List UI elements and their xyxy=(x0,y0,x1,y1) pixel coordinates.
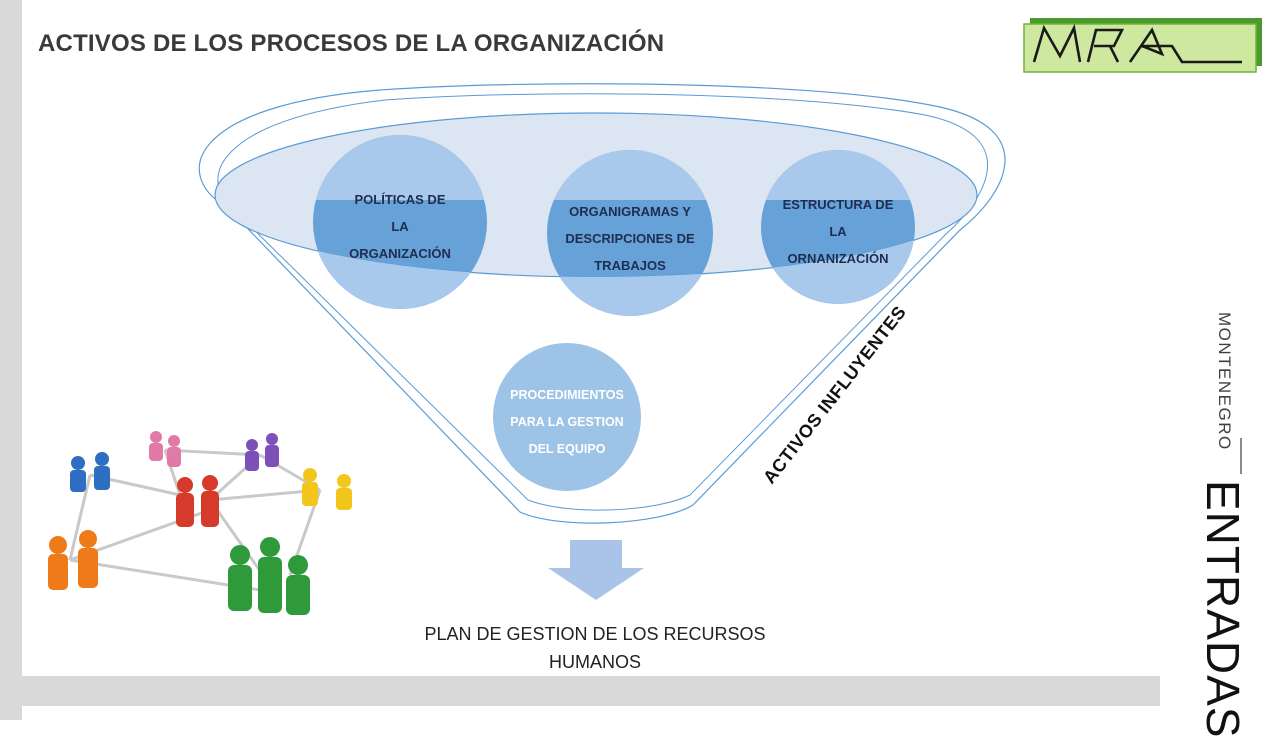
section-label: ENTRADAS xyxy=(1197,480,1249,738)
page-title: ACTIVOS DE LOS PROCESOS DE LA ORGANIZACI… xyxy=(38,30,665,57)
green-figures xyxy=(228,537,310,615)
left-accent-bar xyxy=(0,0,22,720)
circle-procedimientos xyxy=(493,343,641,491)
red-figures xyxy=(176,475,219,527)
bottom-accent-bar xyxy=(0,676,1160,706)
circle-estructura-label: ESTRUCTURA DE LA ORNANIZACIÓN xyxy=(782,197,894,266)
orange-figures xyxy=(48,530,98,590)
circle-politicas-label: POLÍTICAS DE LA ORGANIZACIÓN xyxy=(349,192,451,261)
funnel-diagram xyxy=(198,83,1006,600)
mra-logo xyxy=(1023,18,1262,73)
side-divider xyxy=(1240,438,1242,474)
pink-figures xyxy=(149,431,181,467)
output-label: PLAN DE GESTION DE LOS RECURSOS HUMANOS xyxy=(424,624,766,672)
circle-organigramas-label: ORGANIGRAMAS Y DESCRIPCIONES DE TRABAJOS xyxy=(565,204,695,273)
purple-figures xyxy=(245,433,279,471)
funnel-outline-inner xyxy=(217,93,989,511)
blue-figures xyxy=(70,452,110,492)
people-network-illustration xyxy=(48,431,352,615)
yellow-figures xyxy=(302,468,352,510)
author-name: MONTENEGRO xyxy=(1215,312,1234,451)
procedure-label: PROCEDIMIENTOS PARA LA GESTION DEL EQUIP… xyxy=(510,388,624,456)
down-arrow xyxy=(548,540,644,600)
